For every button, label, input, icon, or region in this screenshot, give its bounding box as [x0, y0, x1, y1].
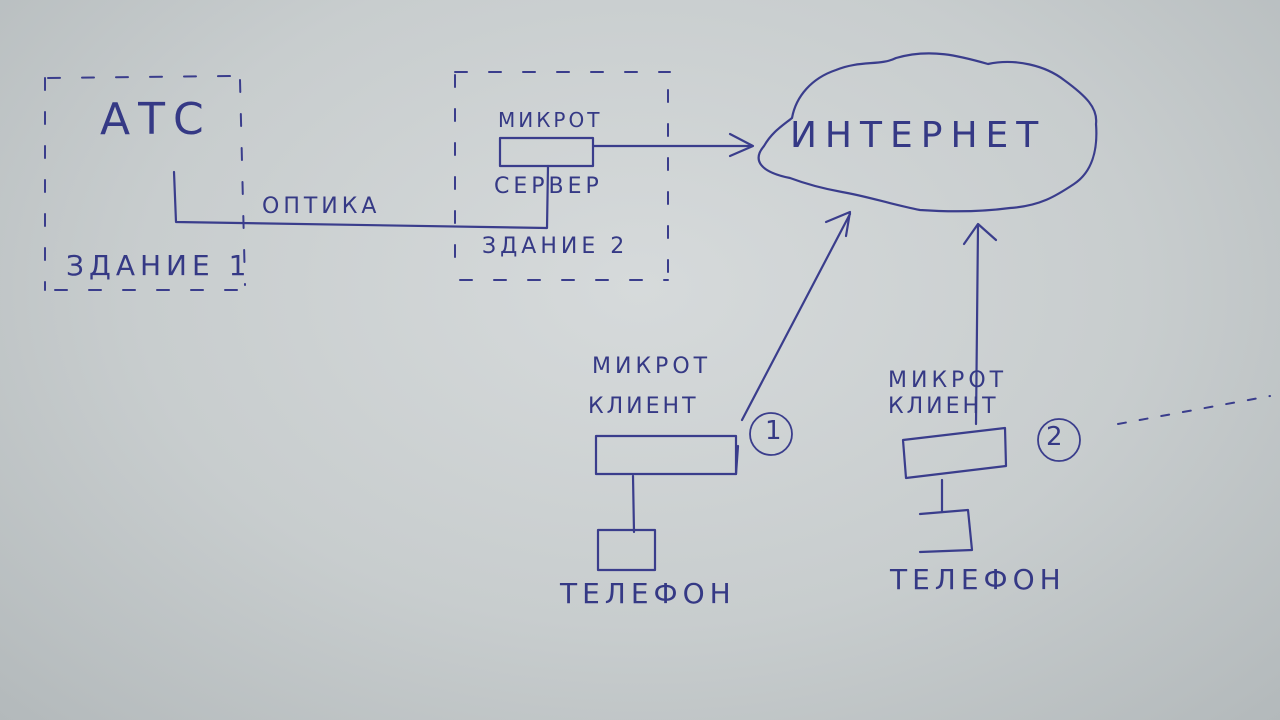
- client-1-phone-label: ТЕЛЕФОН: [560, 577, 736, 610]
- fiber-optic-line: [172, 164, 550, 230]
- client-1-mikrot-label: МИКРОТ: [592, 354, 712, 379]
- client-2-group: [901, 222, 1271, 554]
- client-2-phone-label: ТЕЛЕФОН: [890, 563, 1066, 596]
- internet-cloud: [757, 52, 1098, 213]
- client-2-number: 2: [1046, 422, 1063, 452]
- mikrotik-client-1-device: [594, 434, 738, 476]
- client-1-group: [594, 210, 852, 572]
- client-1-phone-box: [596, 528, 657, 572]
- server-mikrot-label: МИКРОТ: [498, 108, 603, 132]
- server-to-internet-arrow: [592, 132, 755, 158]
- client-1-client-label: КЛИЕНТ: [588, 394, 699, 419]
- fiber-label: ОПТИКА: [262, 194, 381, 219]
- client-1-phone-cord: [631, 474, 636, 534]
- mikrotik-server-device: [498, 136, 595, 168]
- building-2-boundary: [454, 71, 671, 281]
- ats-label: АТС: [100, 94, 212, 145]
- more-clients-ellipsis: [1117, 395, 1271, 425]
- building-1-label: ЗДАНИЕ 1: [66, 249, 252, 282]
- client-2-number-circle: [1037, 418, 1081, 462]
- client-1-number-circle: [749, 412, 793, 456]
- server-label: СЕРВЕР: [494, 174, 603, 199]
- client-1-number: 1: [765, 416, 782, 446]
- building-2-label: ЗДАНИЕ 2: [482, 234, 629, 259]
- building-1-boundary: [44, 75, 246, 291]
- client-2-client-label: КЛИЕНТ: [888, 394, 999, 419]
- internet-label: ИНТЕРНЕТ: [790, 115, 1047, 156]
- client-2-mikrot-label: МИКРОТ: [888, 368, 1008, 393]
- client-2-phone-box: [918, 508, 974, 554]
